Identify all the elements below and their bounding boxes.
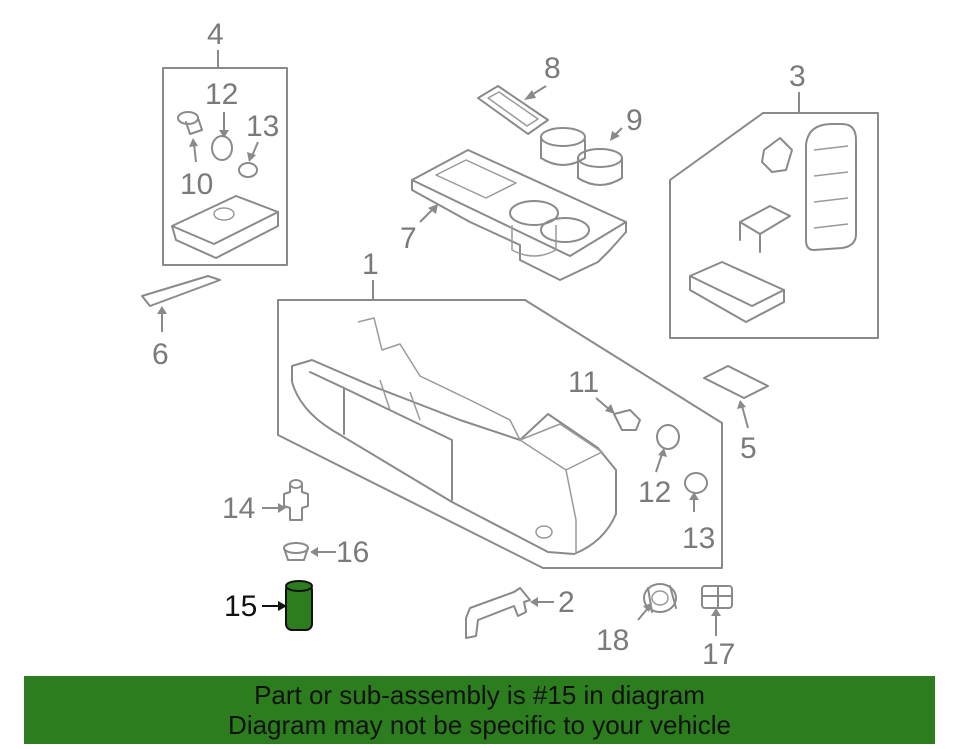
callout-8: 8 <box>544 52 561 85</box>
group-frame-4 <box>162 67 288 266</box>
callout-13-small: 13 <box>246 110 279 143</box>
group-frame-1 <box>277 299 723 569</box>
info-banner: Part or sub-assembly is #15 in diagram D… <box>24 676 935 744</box>
part-17-connector <box>701 585 733 609</box>
banner-line-1: Part or sub-assembly is #15 in diagram <box>254 680 705 710</box>
part-12-cap <box>656 424 680 450</box>
part-2-bracket <box>465 587 531 639</box>
callout-4: 4 <box>207 18 224 51</box>
callout-3: 3 <box>789 60 806 93</box>
callout-12-small: 12 <box>205 78 238 111</box>
banner-line-2: Diagram may not be specific to your vehi… <box>228 710 731 740</box>
part-13-plug <box>684 472 708 494</box>
part-8-bezel <box>477 85 549 135</box>
callout-1: 1 <box>362 248 379 281</box>
part-3-tray <box>689 261 785 323</box>
group-frame-3 <box>669 112 879 339</box>
part-9-cupholder-insert <box>540 127 623 186</box>
callout-10: 10 <box>180 168 213 201</box>
part-5-pad <box>703 365 769 399</box>
callout-7: 7 <box>400 222 417 255</box>
part-3-hinge <box>739 205 791 253</box>
part-7-top-panel <box>411 149 627 281</box>
callout-6: 6 <box>152 338 169 371</box>
callout-16: 16 <box>336 536 369 569</box>
leader-lines <box>157 50 800 636</box>
part-18-connector <box>643 583 677 613</box>
part-16-grommet <box>283 542 309 561</box>
callout-13: 13 <box>682 522 715 555</box>
callout-15-highlighted: 15 <box>224 590 257 623</box>
part-15-sleeve-highlighted <box>285 580 313 631</box>
part-6-trim-strip <box>141 275 221 307</box>
part-1-console-body <box>291 317 617 555</box>
callout-14: 14 <box>222 492 255 525</box>
callout-11: 11 <box>568 366 599 399</box>
part-10-screw <box>177 111 203 135</box>
part-11-screw <box>613 409 641 431</box>
callout-18: 18 <box>596 624 629 657</box>
part-tray-small <box>171 195 279 259</box>
callout-5: 5 <box>740 432 757 465</box>
part-12-cap-small <box>211 135 233 161</box>
callout-12: 12 <box>638 476 671 509</box>
callout-2: 2 <box>558 586 575 619</box>
part-14-push-pin <box>283 479 309 521</box>
callout-17: 17 <box>702 638 735 671</box>
part-3-armrest-lid <box>805 123 857 251</box>
part-3-latch <box>761 137 793 173</box>
callout-9: 9 <box>626 104 643 137</box>
part-13-plug-small <box>238 162 258 178</box>
